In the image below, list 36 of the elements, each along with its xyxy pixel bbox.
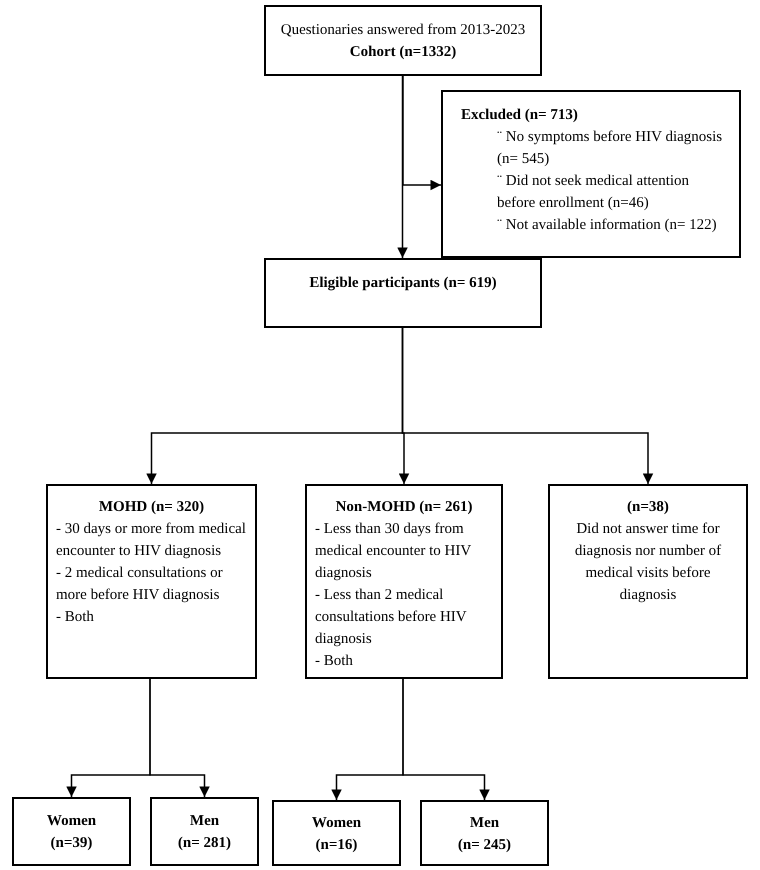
arrow — [149, 679, 210, 797]
arrow — [402, 76, 441, 190]
process-box — [264, 258, 542, 328]
process-box — [441, 90, 741, 258]
box-text: - Both — [56, 608, 95, 627]
arrow — [397, 76, 408, 258]
process-box — [46, 484, 257, 679]
process-box — [272, 800, 401, 866]
box-heading: MOHD (n= 320) — [98, 498, 206, 517]
box-text: ¨ Did not seek medical attention before enrollment (n=46) — [496, 172, 690, 213]
process-box — [305, 484, 503, 679]
box-text: ¨ No symptoms before HIV diagnosis (n= 545) — [496, 128, 724, 169]
box-text: - Less than 2 medical consultations before HIV diagnosis — [315, 586, 468, 649]
box-text: Men (n= 245) — [456, 814, 512, 855]
box-text: Eligible participants (n= 619) — [308, 274, 498, 293]
process-box — [420, 800, 549, 866]
box-text: Did not answer time for diagnosis nor number of medical visits before diagnosis — [574, 520, 722, 605]
box-text: - 30 days or more from medical encounter to HIV diagnosis — [56, 520, 247, 561]
box-text: Women (n=16) — [310, 814, 362, 855]
arrow — [402, 679, 490, 800]
box-heading: (n=38) — [626, 498, 670, 517]
process-box — [548, 484, 748, 679]
box-text: Women (n=39) — [46, 812, 98, 853]
box-text: - Both — [315, 652, 354, 671]
box-text: Men (n= 281) — [176, 812, 232, 853]
box-heading: Excluded (n= 713) — [461, 106, 579, 125]
process-box — [264, 5, 542, 76]
process-box — [12, 797, 131, 866]
box-text: - Less than 30 days from medical encounter to HIV diagnosis — [315, 520, 472, 583]
process-box — [150, 797, 259, 866]
box-text: ¨ Not available information (n= 122) — [496, 216, 718, 235]
box-text: - 2 medical consultations or more before HIV diagnosis — [56, 564, 224, 605]
arrow — [402, 328, 654, 484]
box-heading: Questionaries answered from 2013-2023 — [280, 21, 526, 40]
box-heading: Non-MOHD (n= 261) — [334, 498, 474, 517]
box-text: Cohort (n=1332) — [348, 43, 458, 62]
